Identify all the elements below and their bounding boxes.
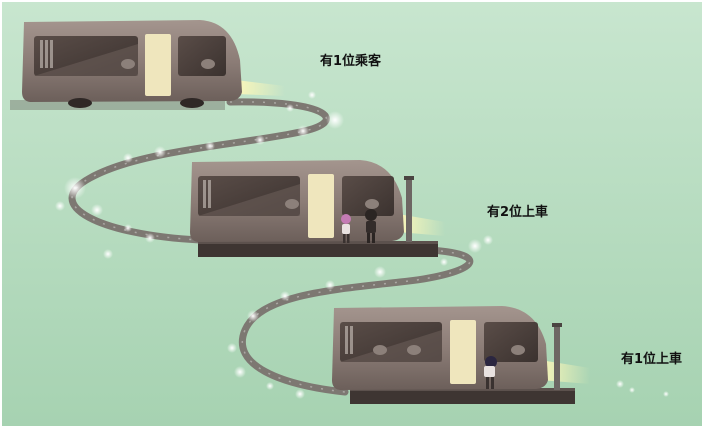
caption-stop-2: 有2位上車 (487, 205, 549, 220)
bus-1 (10, 20, 285, 110)
bus-3 (332, 306, 590, 404)
sparkles (55, 91, 669, 399)
winding-road (68, 98, 474, 396)
passenger-girl (341, 214, 351, 243)
passenger-boy (365, 209, 377, 243)
bus-2 (190, 160, 445, 257)
passenger-bowing (484, 356, 497, 389)
caption-stop-1: 有1位乘客 (320, 54, 382, 69)
caption-stop-3: 有1位上車 (621, 352, 683, 367)
